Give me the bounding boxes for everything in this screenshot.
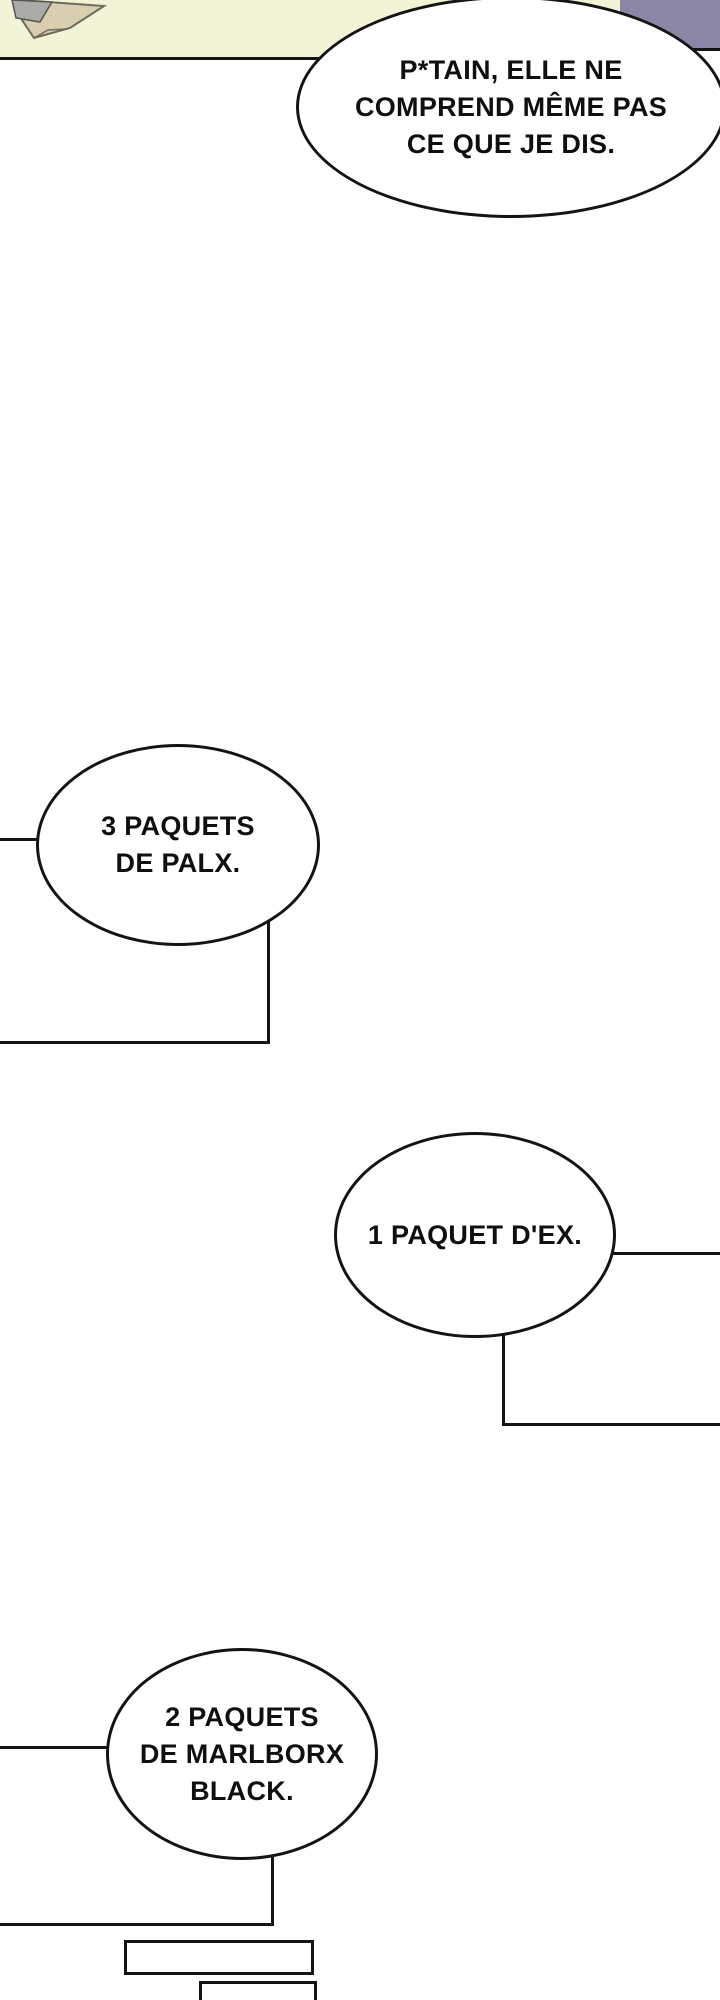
speech-line: 1 PAQUET D'EX. — [367, 1219, 583, 1250]
speech-bubble-1: P*TAIN, ELLE NE COMPREND MÊME PAS CE QUE… — [296, 0, 720, 218]
speech-line: BLACK. — [190, 1775, 294, 1806]
bottom-rectangle-2 — [199, 1981, 317, 2000]
speech-line: DE MARLBORX — [139, 1738, 345, 1769]
speech-line: P*TAIN, ELLE NE — [399, 54, 623, 85]
bottom-rectangle-1 — [124, 1940, 314, 1975]
speech-line: DE PALX. — [115, 848, 241, 878]
speech-line: 2 PAQUETS — [165, 1701, 319, 1732]
speech-line: 3 PAQUETS — [101, 811, 255, 841]
speech-bubble-3: 1 PAQUET D'EX. — [334, 1132, 616, 1338]
speech-bubble-4: 2 PAQUETS DE MARLBORX BLACK. — [106, 1648, 378, 1860]
speech-line: CE QUE JE DIS. — [406, 128, 616, 159]
speech-line: COMPREND MÊME PAS — [354, 91, 668, 122]
speech-bubble-2: 3 PAQUETS DE PALX. — [36, 744, 320, 946]
panel-artwork-fragment — [11, 0, 108, 40]
